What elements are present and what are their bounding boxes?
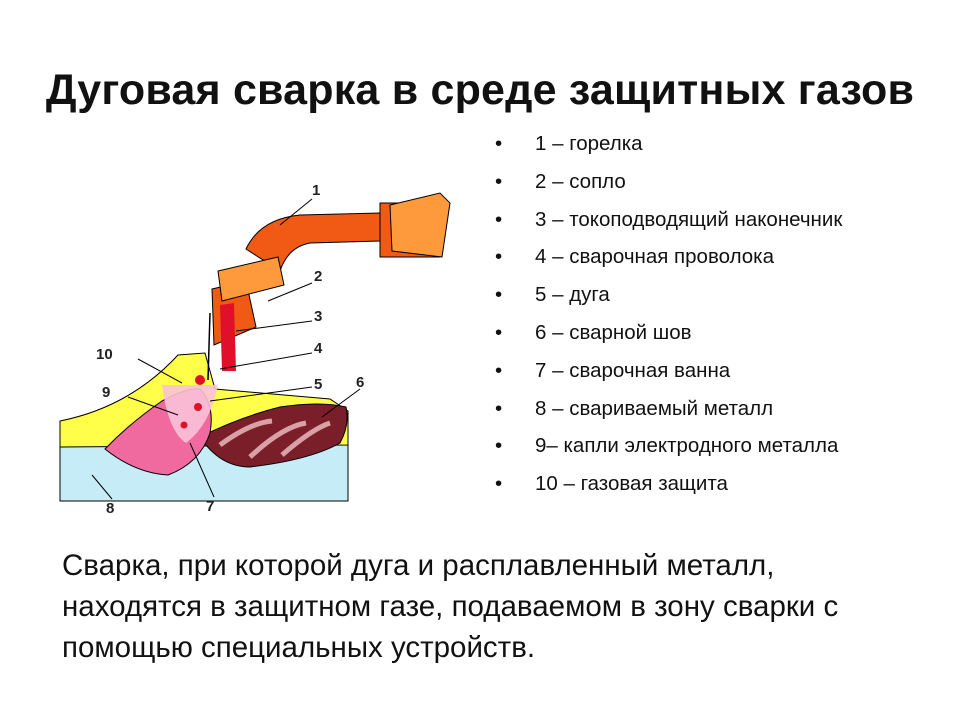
torch xyxy=(207,192,451,381)
definition-text: Сварка, при которой дуга и расплавленный… xyxy=(62,549,839,664)
bullet: • xyxy=(495,358,503,382)
legend-item: • 3 – токоподводящий наконечник xyxy=(495,204,955,236)
callout-5: 5 xyxy=(314,376,322,393)
bullet: • xyxy=(495,245,503,269)
bullet: • xyxy=(495,132,503,155)
bullet: • xyxy=(495,169,503,193)
callout-6: 6 xyxy=(356,374,364,391)
legend-text: 10 – газовая защита xyxy=(535,472,728,496)
weld-pool xyxy=(104,385,218,476)
bullet: • xyxy=(495,207,503,231)
slide-title: Дуговая сварка в среде защитных газов xyxy=(45,66,915,114)
legend-text: 4 – сварочная проволока xyxy=(535,245,774,269)
legend-item: • 7 – сварочная ванна xyxy=(495,355,955,387)
bullet: • xyxy=(495,434,503,458)
callout-4: 4 xyxy=(314,340,323,357)
callout-9: 9 xyxy=(102,384,110,401)
legend-item: • 4 – сварочная проволока xyxy=(495,241,955,273)
legend-text: 1 – горелка xyxy=(535,132,643,155)
legend-item: • 5 – дуга xyxy=(495,279,955,311)
legend-text: 3 – токоподводящий наконечник xyxy=(535,207,843,231)
legend-item: • 1 – горелка xyxy=(495,128,955,160)
legend-item: • 9– капли электродного металла xyxy=(495,430,955,462)
callout-8: 8 xyxy=(106,500,114,517)
legend-text: 5 – дуга xyxy=(535,283,610,307)
callout-2: 2 xyxy=(314,268,322,285)
welding-diagram: 1 2 3 4 5 6 7 8 9 10 xyxy=(59,182,451,517)
legend-text: 8 – свариваемый металл xyxy=(535,396,774,420)
legend-item: • 8 – свариваемый металл xyxy=(495,393,955,425)
legend-item: • 6 – сварной шов xyxy=(495,317,955,349)
droplets xyxy=(180,375,205,429)
legend-item: • 10 – газовая защита xyxy=(495,468,955,500)
legend-item: • 2 – сопло xyxy=(495,166,955,198)
bullet: • xyxy=(495,396,503,420)
leader-lines xyxy=(91,198,361,500)
weld-bead xyxy=(199,403,348,468)
legend-text: 2 – сопло xyxy=(535,169,626,193)
callout-3: 3 xyxy=(314,308,322,325)
legend-text: 6 – сварной шов xyxy=(535,320,692,344)
bullet: • xyxy=(495,283,503,307)
legend-text: 9– капли электродного металла xyxy=(535,434,839,458)
legend-text: 7 – сварочная ванна xyxy=(535,358,731,382)
callout-1: 1 xyxy=(312,182,320,199)
bullet: • xyxy=(495,472,503,496)
callout-10: 10 xyxy=(96,346,113,363)
bullet: • xyxy=(495,320,503,344)
legend-list: • 1 – горелка • 2 – сопло • 3 – токоподводя… xyxy=(495,128,955,506)
callout-7: 7 xyxy=(206,498,214,515)
